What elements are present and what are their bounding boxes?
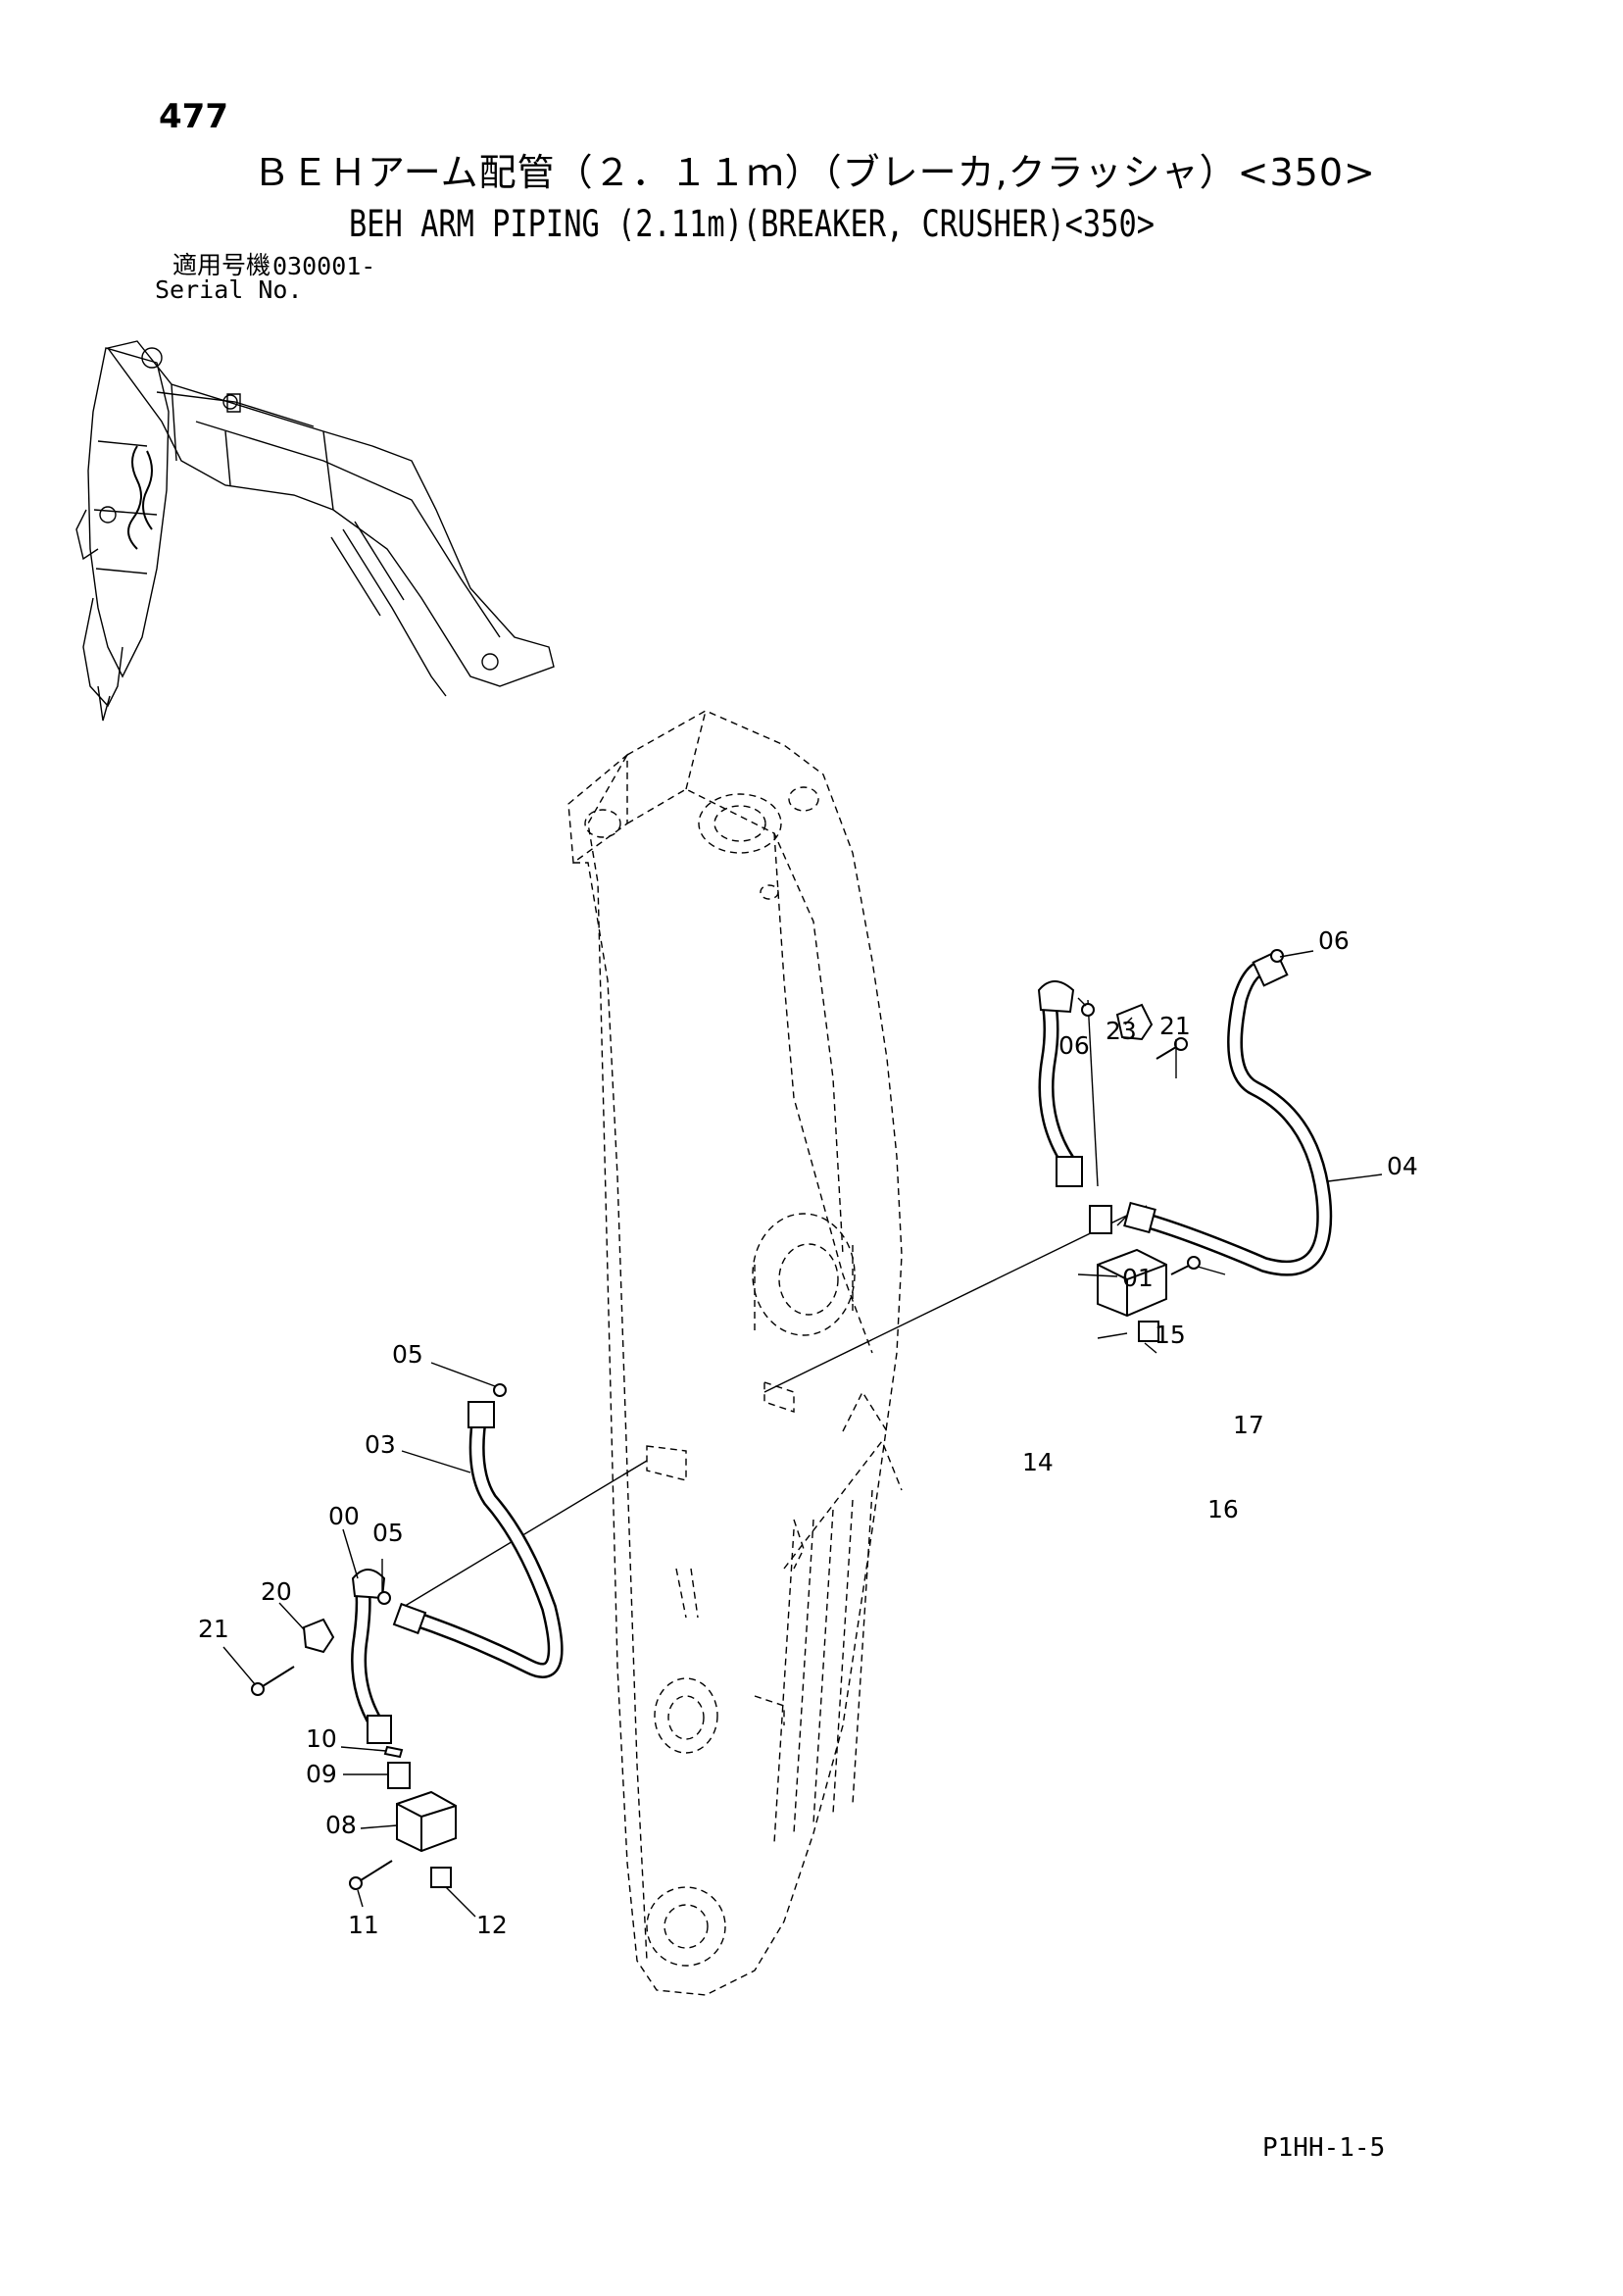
callout-05-top: 05 — [392, 1340, 423, 1369]
serial-label-japanese: 適用号機 — [172, 251, 271, 279]
callout-05-lower: 05 — [372, 1519, 404, 1547]
callout-01: 01 — [1122, 1264, 1154, 1292]
callout-21-right: 21 — [1159, 1012, 1191, 1040]
serial-label-english: Serial No. — [155, 275, 303, 304]
callout-04: 04 — [1387, 1152, 1418, 1180]
callout-08: 08 — [325, 1811, 357, 1839]
leader-lines — [222, 950, 1383, 1918]
right-hose-assembly — [1037, 949, 1333, 1342]
machine-overview-illustration — [75, 340, 555, 722]
callout-00: 00 — [328, 1502, 360, 1530]
callout-20: 20 — [261, 1577, 292, 1606]
callout-labels: 06 21 23 06 04 01 15 17 14 16 05 03 00 0… — [198, 926, 1418, 1939]
callout-09: 09 — [306, 1760, 337, 1788]
callout-11: 11 — [348, 1911, 379, 1939]
callout-17: 17 — [1233, 1411, 1264, 1439]
callout-21-left: 21 — [198, 1615, 229, 1643]
page-number: 477 — [159, 97, 228, 136]
page-code: P1HH-1-5 — [1262, 2133, 1386, 2163]
callout-12: 12 — [476, 1911, 508, 1939]
callout-15: 15 — [1155, 1321, 1186, 1349]
callout-03: 03 — [365, 1430, 396, 1459]
serial-number-value: 030001- — [272, 252, 376, 280]
title-japanese: ＢＥＨアーム配管（２．１１ｍ）（ブレーカ,クラッシャ）<350> — [253, 151, 1376, 194]
callout-10: 10 — [306, 1724, 337, 1753]
callout-06-top: 06 — [1318, 926, 1350, 955]
callout-14: 14 — [1022, 1448, 1054, 1476]
callout-23: 23 — [1106, 1017, 1137, 1045]
left-hose-assembly — [251, 1383, 564, 1890]
callout-06-middle: 06 — [1058, 1031, 1090, 1060]
callout-16: 16 — [1207, 1495, 1239, 1523]
arm-phantom-outline — [567, 710, 903, 1996]
assembly-center-lines — [401, 999, 1148, 1609]
title-english: BEH ARM PIPING (2.11m)(BREAKER, CRUSHER)… — [349, 203, 1155, 245]
